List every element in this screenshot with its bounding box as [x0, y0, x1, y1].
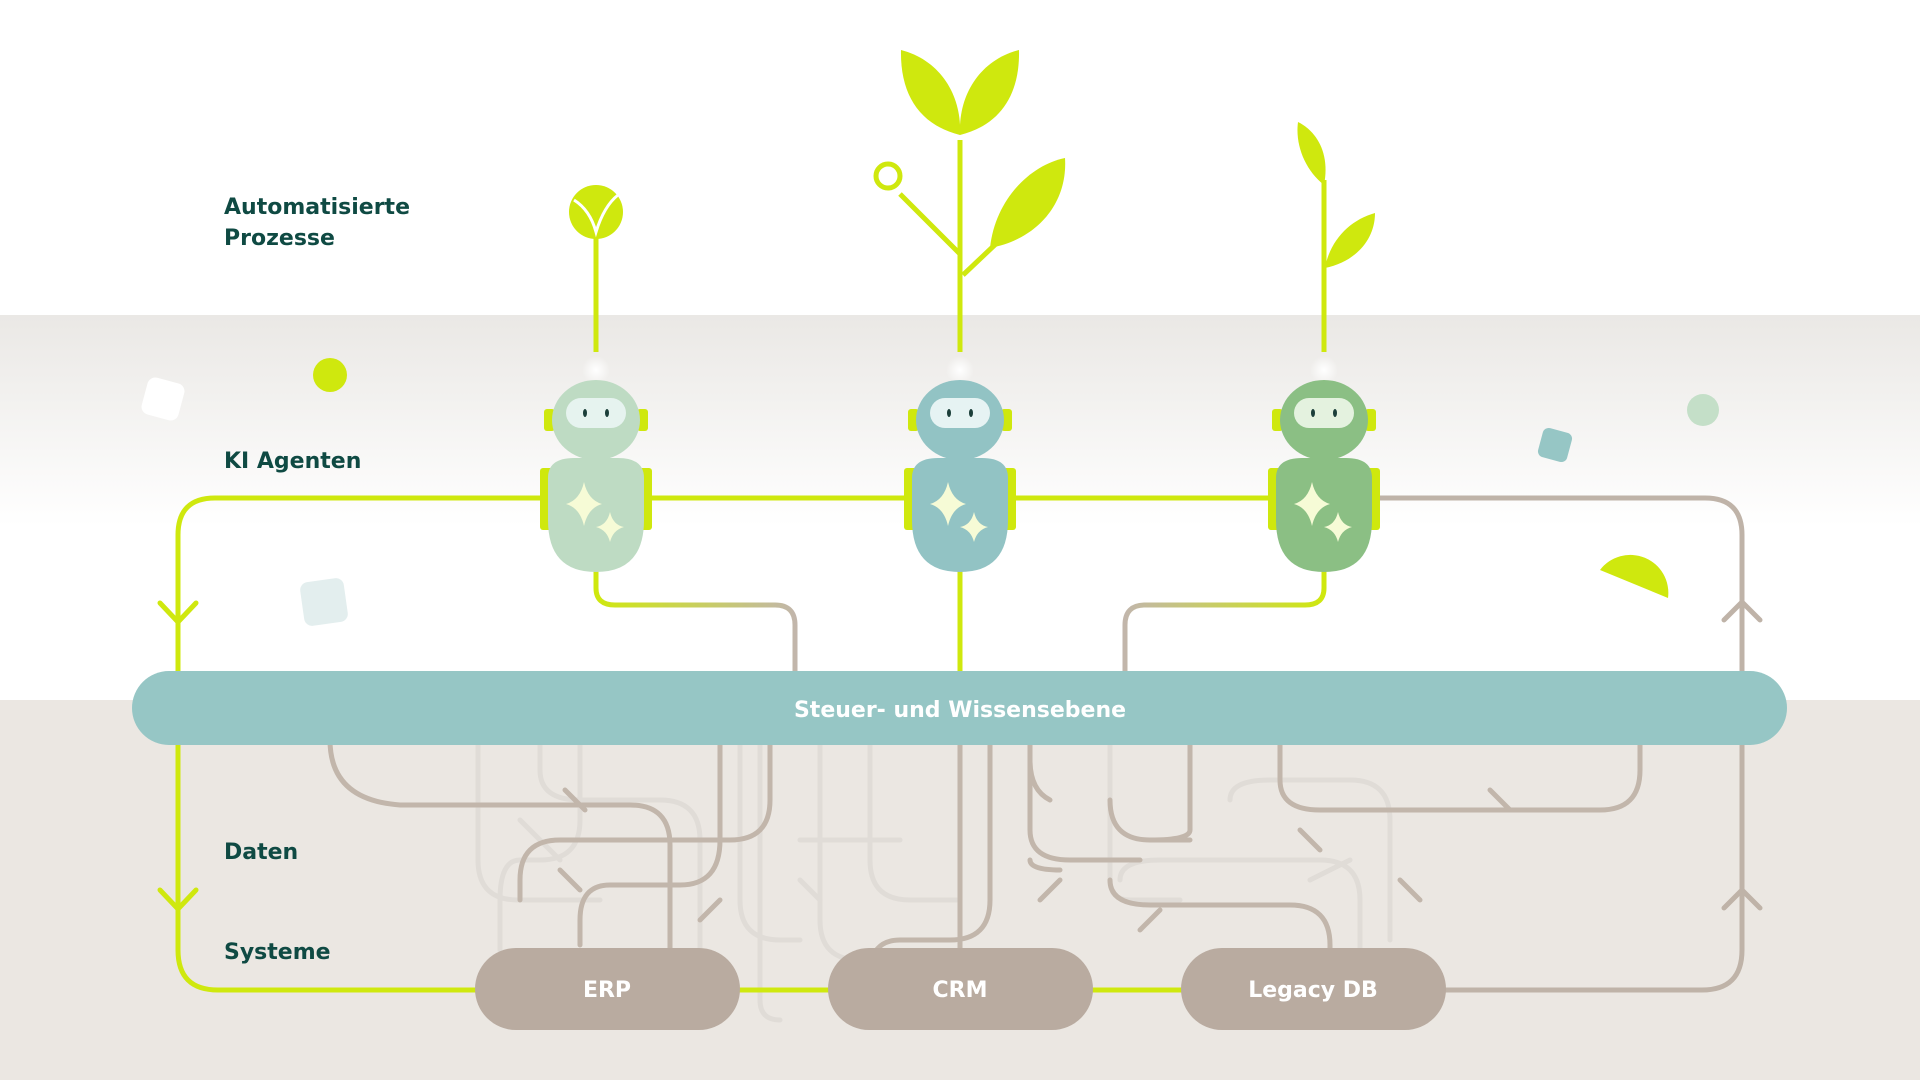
floating-square-teal: [1537, 427, 1573, 463]
label-data: Daten: [224, 840, 298, 865]
data-lines-light: [475, 737, 1393, 1023]
ai-agent-robot-2: [904, 380, 1016, 572]
floating-square-white: [141, 377, 185, 421]
label-processes-line2: Prozesse: [224, 226, 335, 251]
agent-connections: [593, 562, 1327, 675]
system-crm: CRM: [828, 948, 1093, 1030]
control-bar-label: Steuer- und Wissensebene: [794, 698, 1126, 723]
process-plant-right: [1297, 122, 1375, 352]
decorative-shapes: [141, 358, 1719, 626]
control-knowledge-bar: Steuer- und Wissensebene: [132, 671, 1787, 745]
system-legacy-db: Legacy DB: [1181, 948, 1446, 1030]
layer-labels: Automatisierte Prozesse KI Agenten Daten…: [224, 195, 410, 965]
system-erp-label: ERP: [583, 978, 631, 1003]
process-plant-left: [569, 185, 623, 352]
data-lines-taupe: [327, 737, 1643, 1013]
label-systems: Systeme: [224, 940, 331, 965]
ai-agent-robot-3: [1268, 380, 1380, 572]
system-erp: ERP: [475, 948, 740, 1030]
system-legacy-db-label: Legacy DB: [1248, 978, 1378, 1003]
label-processes-line1: Automatisierte: [224, 195, 410, 220]
process-plant-middle: [873, 50, 1066, 352]
floating-half-circle: [1600, 554, 1669, 598]
label-agents: KI Agenten: [224, 449, 361, 474]
ai-agent-robot-1: [540, 380, 652, 572]
floating-dot-green: [1687, 394, 1719, 426]
floating-square-pale: [300, 578, 348, 626]
floating-dot-lime: [313, 358, 347, 392]
agent-glows: [582, 356, 1338, 384]
system-crm-label: CRM: [933, 978, 988, 1003]
